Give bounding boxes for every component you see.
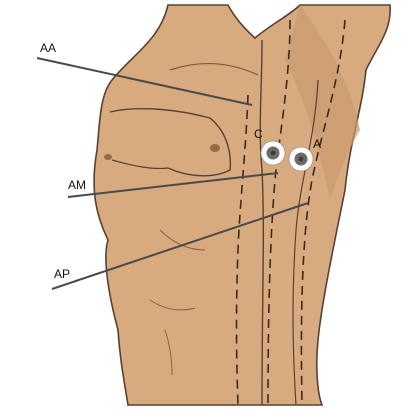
label-c: C	[254, 127, 263, 141]
ecg-electrode-icon	[261, 141, 285, 165]
ecg-electrode-icon	[289, 147, 313, 171]
nipple-right	[210, 144, 220, 152]
label-ap: AP	[54, 267, 70, 281]
label-aa: AA	[40, 41, 56, 55]
nipple-left	[104, 154, 112, 160]
label-am: AM	[68, 178, 86, 192]
label-a: A	[313, 137, 321, 151]
